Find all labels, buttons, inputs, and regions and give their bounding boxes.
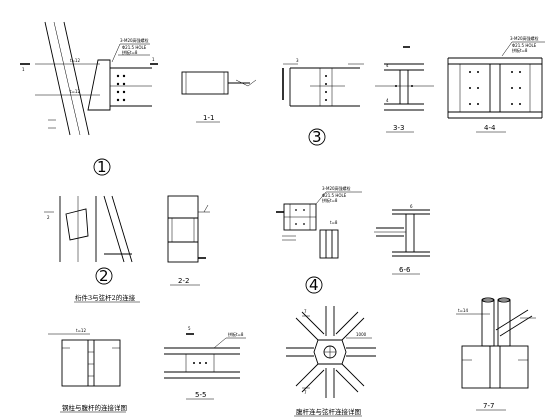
section-1-1: 1-1 <box>181 71 257 123</box>
section-label-7-7: 7-7 <box>483 402 494 410</box>
cut-mark-7-b: 7 <box>304 390 307 395</box>
weld-note-1: 拼板t=8 <box>122 49 138 55</box>
section-label-5-5: 5-5 <box>195 391 206 399</box>
hole-note-1: Φ21.5 HOLE <box>122 45 147 50</box>
section-4-4: 3-M20高强螺栓 Φ21.5 HOLE 拼板t=8 4-4 <box>447 35 545 133</box>
section-label-3-3: 3-3 <box>393 124 404 132</box>
weld-note-d4: 拼板t=8 <box>322 197 338 203</box>
detail-number-2-text: 2 <box>99 267 109 285</box>
cut-mark-4-b: 4 <box>386 98 389 103</box>
section-label-1-1: 1-1 <box>203 114 214 122</box>
detail-number-3: 3 <box>308 128 326 146</box>
dim-1000: 1000 <box>356 332 367 337</box>
detail-2-caption: 桁件3与弦杆2的连接 <box>75 293 136 302</box>
weld-note-55: 拼板t=8 <box>228 331 244 337</box>
thickness-label-bl: t=12 <box>76 328 86 333</box>
bolt-note-1: 3-M20高强螺栓 <box>120 37 149 43</box>
detail-2-elevation: 2 <box>44 195 133 263</box>
detail-number-1: 1 <box>93 158 111 176</box>
section-5-5: 5 拼板t=8 5-5 <box>164 326 246 400</box>
detail-number-2: 2 <box>95 267 113 285</box>
cut-mark-1-right: 1 <box>152 57 155 62</box>
detail-1-elevation: 3-M20高强螺栓 Φ21.5 HOLE 拼板t=8 t=12 t=12 1 1 <box>20 21 158 136</box>
detail-number-4: 4 <box>305 276 323 294</box>
cut-mark-5: 5 <box>188 326 191 331</box>
hole-note-4: Φ21.5 HOLE <box>512 43 537 48</box>
detail-column-web: t=12 <box>48 328 121 387</box>
section-2-2: 2-2 <box>167 195 210 286</box>
cut-mark-2: 2 <box>47 215 50 220</box>
cut-mark-1-left: 1 <box>22 67 25 72</box>
section-6-6: 6 6-6 <box>374 204 430 275</box>
detail-number-3-text: 3 <box>312 128 322 146</box>
bolt-note-d4: 3-M20高强螺栓 <box>322 185 351 191</box>
detail-number-1-text: 1 <box>97 158 107 176</box>
section-7-7: t=14 7-7 <box>456 297 536 411</box>
detail-number-4-text: 4 <box>309 276 319 294</box>
cut-mark-3-left: 3 <box>296 58 299 63</box>
thickness-label-1a: t=12 <box>70 58 80 63</box>
section-label-6-6: 6-6 <box>399 266 411 274</box>
section-3-3: 4 4 3-3 <box>375 46 434 133</box>
thickness-label-77: t=14 <box>458 308 468 313</box>
bottom-left-caption: 钢柱与腹杆的连接详图 <box>62 403 127 412</box>
hole-note-d4: Φ21.5 HOLE <box>322 193 347 198</box>
section-label-2-2: 2-2 <box>178 277 189 285</box>
cut-mark-6: 6 <box>410 204 413 209</box>
cut-mark-7-a: 7 <box>304 309 307 314</box>
radial-node-caption: 腹杆连与弦杆连接详图 <box>296 407 361 416</box>
section-label-4-4: 4-4 <box>484 124 496 132</box>
detail-3-elevation: 3 <box>282 58 364 107</box>
weld-note-4: 拼板t=8 <box>512 47 528 53</box>
bolt-note-4: 3-M20高强螺栓 <box>510 35 539 41</box>
radial-node-detail: 1000 7 7 <box>286 306 376 398</box>
detail-4-elevation: 3-M20高强螺栓 Φ21.5 HOLE 拼板t=8 t=8 <box>276 185 362 259</box>
cut-mark-4-a: 4 <box>386 63 389 68</box>
thickness-label-1b: t=12 <box>70 89 80 94</box>
thickness-label-d4: t=8 <box>330 220 338 225</box>
